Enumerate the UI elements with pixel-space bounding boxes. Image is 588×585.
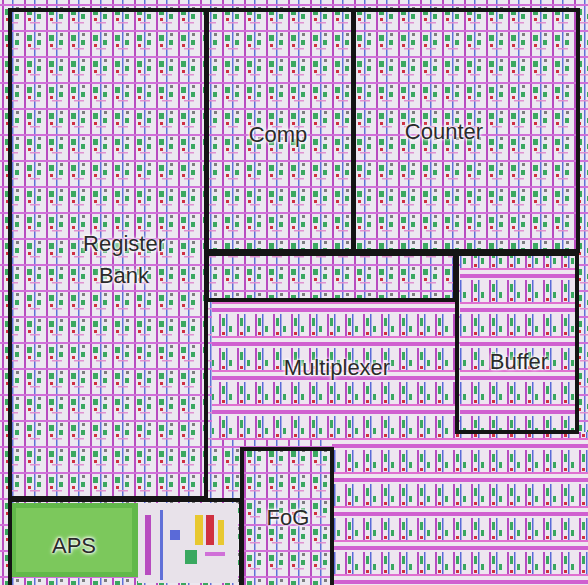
block-label: APS	[52, 530, 96, 562]
block-label: Buffer	[490, 346, 548, 378]
comparator-block: Comp	[205, 8, 355, 253]
counter-block: Counter	[352, 8, 580, 253]
block-label: FoG	[267, 502, 310, 534]
block-label: Counter	[405, 116, 483, 148]
fog-block: FoG	[240, 447, 334, 585]
block-label: Comp	[249, 119, 308, 151]
buffer-block: Buffer	[455, 252, 579, 434]
register-bank-block: Register Bank	[8, 8, 208, 500]
aps-pixel-block: APS	[8, 498, 243, 585]
block-label: Register Bank	[83, 228, 165, 292]
block-label: Multiplexer	[284, 352, 390, 384]
multiplexer-block: Multiplexer	[208, 300, 455, 440]
